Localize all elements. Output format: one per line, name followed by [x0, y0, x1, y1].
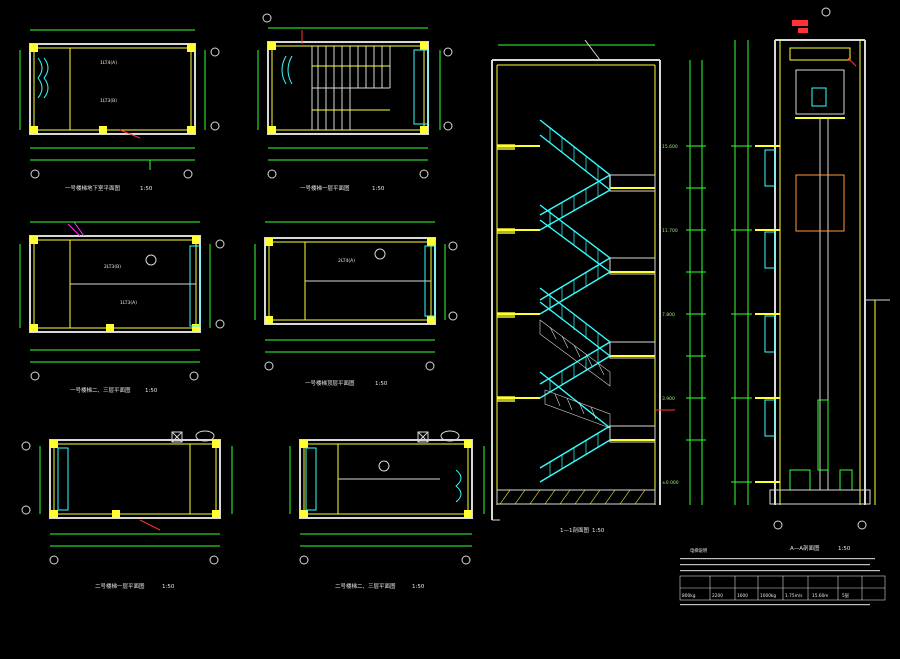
- section-a-a: [731, 7, 890, 530]
- plan-2-3-stair2: [289, 430, 485, 565]
- plan-title-6: 二号楼梯二、三层平面图: [335, 582, 396, 590]
- elev-mark-1: 15.600: [662, 144, 678, 150]
- section-scale-1: 1:50: [592, 528, 605, 534]
- notes-heading: 电梯说明: [690, 547, 707, 554]
- section-scale-2: 1:50: [838, 546, 851, 552]
- plan-ground-stair2: [21, 430, 233, 565]
- plan-title-2: 一号楼梯一层平面图: [300, 184, 350, 192]
- note-cell-2: 2200: [712, 593, 723, 599]
- room-label-1: 1LT4(A): [100, 60, 117, 66]
- note-cell-7: 5层: [842, 593, 850, 599]
- plan-scale-5: 1:50: [162, 584, 175, 590]
- plan-2-3-stair1: [19, 221, 225, 381]
- elevator-notes: 电梯说明 800kg 2200 1600 1000kg 1.75m/s 15.6…: [679, 547, 886, 606]
- elev-mark-5: ±0.000: [662, 480, 679, 486]
- note-cell-6: 15.60m: [812, 593, 829, 599]
- section-title-2: A—A剖面图: [790, 544, 820, 552]
- section-title-1: 1—1剖面图: [560, 526, 589, 534]
- plan-title-5: 二号楼梯一层平面图: [95, 582, 145, 590]
- elev-mark-2: 11.700: [662, 228, 678, 234]
- plan-basement-stair1: [19, 29, 220, 179]
- room-label-5: 2LT4(A): [338, 258, 355, 264]
- room-label-3: 2LT3(B): [104, 264, 121, 270]
- plan-scale-1: 1:50: [140, 186, 153, 192]
- plan-scale-2: 1:50: [372, 186, 385, 192]
- room-label-4: 1LT3(A): [120, 300, 137, 306]
- plan-title-3: 一号楼梯二、三层平面图: [70, 386, 131, 394]
- plan-scale-6: 1:50: [412, 584, 425, 590]
- note-cell-4: 1000kg: [760, 593, 776, 599]
- room-label-2: 1LT3(B): [100, 98, 117, 104]
- plan-scale-3: 1:50: [145, 388, 158, 394]
- plan-scale-4: 1:50: [375, 381, 388, 387]
- note-cell-5: 1.75m/s: [785, 593, 803, 599]
- section-1-1: [491, 39, 706, 521]
- note-cell-3: 1600: [737, 593, 748, 599]
- elev-mark-3: 7.800: [662, 312, 675, 318]
- plan-title-1: 一号楼梯地下室平面图: [65, 184, 121, 192]
- plan-top-stair1: [254, 221, 458, 371]
- plan-title-4: 一号楼梯顶层平面图: [305, 379, 355, 387]
- plan-ground-stair1: [257, 13, 453, 179]
- note-cell-1: 800kg: [682, 593, 696, 599]
- elev-mark-4: 3.900: [662, 396, 675, 402]
